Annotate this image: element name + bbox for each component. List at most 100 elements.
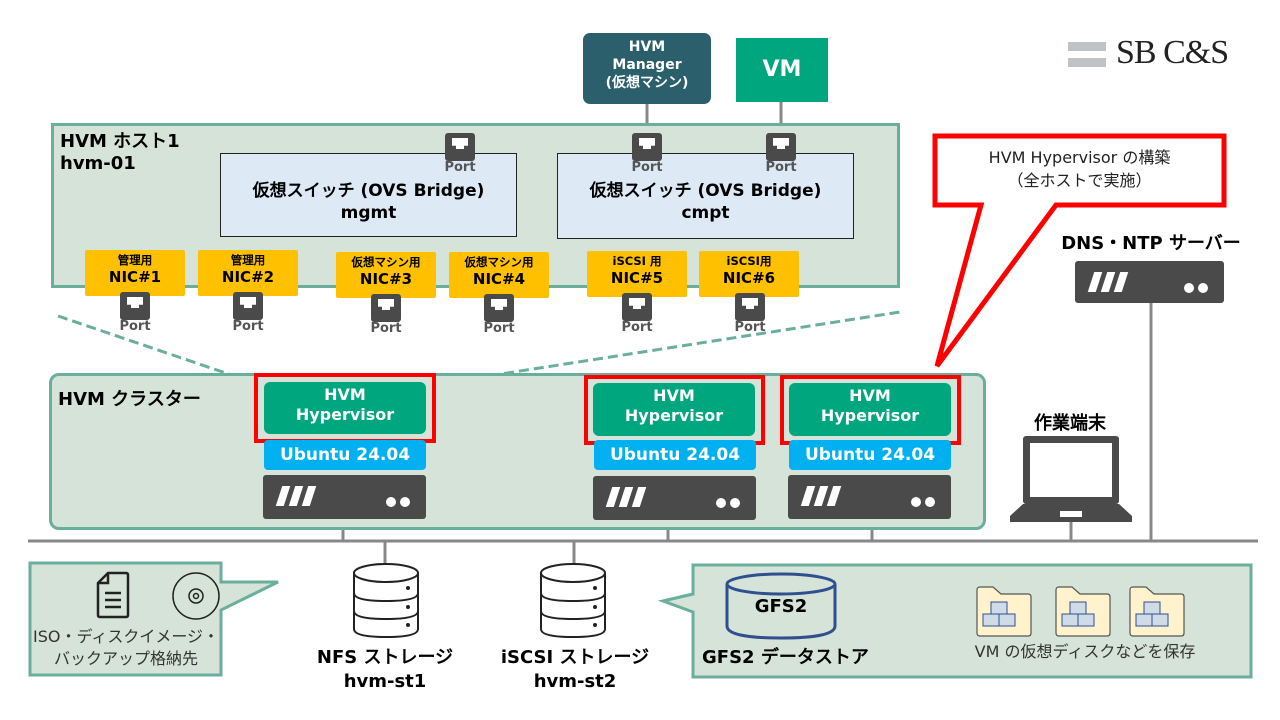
host-title: HVM ホスト1 hvm-01 <box>60 131 180 175</box>
nfs-note-line2: バックアップ格納先 <box>53 649 198 668</box>
iscsi-storage-label: iSCSI ストレージ hvm-st2 <box>480 646 670 694</box>
server-leds <box>907 492 935 511</box>
switch-mgmt[interactable]: 仮想スイッチ (OVS Bridge) mgmt <box>220 153 517 237</box>
nic-1[interactable]: 管理用 NIC#1 <box>85 250 185 296</box>
port-label: Port <box>232 319 264 334</box>
nic-6-port[interactable]: Port <box>732 293 768 335</box>
os-badge-2: Ubuntu 24.04 <box>594 440 756 470</box>
ethernet-port-icon <box>120 292 150 320</box>
gfs2-note: VM の仮想ディスクなどを保存 <box>974 642 1196 661</box>
ethernet-port-icon <box>371 294 401 322</box>
hvm-manager-line2: Manager <box>612 57 682 73</box>
hvm-manager-line3: (仮想マシン) <box>605 75 689 91</box>
nic-purpose: 仮想マシン用 <box>464 255 534 269</box>
nic-1-port[interactable]: Port <box>117 292 153 334</box>
nic-2-port[interactable]: Port <box>230 292 266 334</box>
gfs2-cylinder-label: GFS2 <box>754 596 808 617</box>
folder-icon <box>1129 586 1185 637</box>
os-badge-1: Ubuntu 24.04 <box>264 440 426 470</box>
server-leds <box>1180 278 1208 297</box>
nic-purpose: 管理用 <box>117 253 153 267</box>
nfs-storage-label: NFS ストレージ hvm-st1 <box>295 646 475 694</box>
ethernet-port-icon <box>622 293 652 321</box>
hypervisor-line1: HVM <box>324 385 366 404</box>
folder-icon <box>1055 586 1111 637</box>
dns-ntp-label: DNS・NTP サーバー <box>1061 233 1241 254</box>
disc-icon <box>172 572 220 620</box>
callout: HVM Hypervisor の構築 （全ホストで実施） <box>938 146 1221 192</box>
hypervisor-node-3[interactable]: HVM Hypervisor <box>789 383 951 436</box>
hypervisor-line1: HVM <box>849 386 891 405</box>
port-label: Port <box>444 160 476 175</box>
nic-name: NIC#6 <box>722 269 776 287</box>
switch-mgmt-port[interactable]: Port <box>442 133 478 175</box>
switch-cmpt-line2: cmpt <box>681 203 730 223</box>
logo: SB C&S <box>1068 34 1258 74</box>
server-icon-1[interactable] <box>263 475 426 519</box>
nic-name: NIC#1 <box>108 268 162 286</box>
vm-node[interactable]: VM <box>736 38 828 102</box>
ethernet-port-icon <box>233 292 263 320</box>
port-label: Port <box>765 160 797 175</box>
hypervisor-node-2[interactable]: HVM Hypervisor <box>593 383 755 436</box>
nic-name: NIC#2 <box>221 268 275 286</box>
nfs-note-line1: ISO・ディスクイメージ・ <box>32 627 220 646</box>
nic-2[interactable]: 管理用 NIC#2 <box>198 250 298 296</box>
port-label: Port <box>119 319 151 334</box>
nic-purpose: iSCSI用 <box>726 254 772 268</box>
vm-disk-folders <box>976 586 1185 637</box>
server-leds <box>712 493 740 512</box>
gfs2-title: GFS2 データストア <box>702 647 869 668</box>
nic-purpose: iSCSI 用 <box>612 254 662 268</box>
nfs-storage-icon[interactable] <box>350 561 422 641</box>
ethernet-port-icon <box>735 293 765 321</box>
laptop-icon[interactable] <box>1010 436 1132 522</box>
nic-4[interactable]: 仮想マシン用 NIC#4 <box>449 252 549 298</box>
hypervisor-line2: Hypervisor <box>820 406 920 425</box>
ethernet-port-icon <box>484 294 514 322</box>
nic-3[interactable]: 仮想マシン用 NIC#3 <box>336 252 436 298</box>
nic-6[interactable]: iSCSI用 NIC#6 <box>699 251 799 297</box>
host-name: HVM ホスト1 <box>60 131 180 152</box>
gfs2-datastore-icon[interactable] <box>724 572 838 642</box>
nic-5[interactable]: iSCSI 用 NIC#5 <box>587 251 687 297</box>
ethernet-port-icon <box>632 133 662 161</box>
server-icon-3[interactable] <box>788 475 951 519</box>
os-badge-3: Ubuntu 24.04 <box>789 440 951 470</box>
iscsi-storage-name: iSCSI ストレージ <box>500 647 650 668</box>
hypervisor-node-1[interactable]: HVM Hypervisor <box>264 382 426 434</box>
switch-cmpt[interactable]: 仮想スイッチ (OVS Bridge) cmpt <box>557 153 854 239</box>
nic-name: NIC#3 <box>359 270 413 288</box>
logo-text: SB C&S <box>1116 34 1229 71</box>
nic-5-port[interactable]: Port <box>619 293 655 335</box>
nfs-note: ISO・ディスクイメージ・ バックアップ格納先 <box>32 626 220 670</box>
server-leds <box>382 492 410 511</box>
iscsi-storage-host: hvm-st2 <box>533 671 617 692</box>
server-icon-2[interactable] <box>593 476 756 520</box>
hypervisor-line2: Hypervisor <box>624 406 724 425</box>
logo-bar-bottom <box>1068 58 1106 67</box>
server-bars <box>275 486 318 510</box>
switch-cmpt-port-2[interactable]: Port <box>763 133 799 175</box>
port-label: Port <box>483 321 515 336</box>
port-label: Port <box>631 160 663 175</box>
nic-purpose: 仮想マシン用 <box>351 255 421 269</box>
switch-cmpt-port-1[interactable]: Port <box>629 133 665 175</box>
nic-purpose: 管理用 <box>230 253 266 267</box>
workstation-label: 作業端末 <box>1034 413 1106 434</box>
cluster-title: HVM クラスター <box>58 389 201 410</box>
switch-cmpt-line1: 仮想スイッチ (OVS Bridge) <box>589 181 822 201</box>
iscsi-storage-icon[interactable] <box>537 561 609 641</box>
server-bars <box>800 486 843 510</box>
ethernet-port-icon <box>766 133 796 161</box>
nfs-storage-host: hvm-st1 <box>343 671 427 692</box>
hypervisor-line1: HVM <box>653 386 695 405</box>
switch-mgmt-line1: 仮想スイッチ (OVS Bridge) <box>252 181 485 201</box>
port-label: Port <box>370 321 402 336</box>
hvm-manager-node[interactable]: HVM Manager (仮想マシン) <box>583 33 711 104</box>
zoom-line-left <box>57 314 256 385</box>
hypervisor-line2: Hypervisor <box>295 405 395 424</box>
dns-ntp-server-icon[interactable] <box>1075 261 1224 303</box>
nic-4-port[interactable]: Port <box>481 294 517 336</box>
nic-3-port[interactable]: Port <box>368 294 404 336</box>
